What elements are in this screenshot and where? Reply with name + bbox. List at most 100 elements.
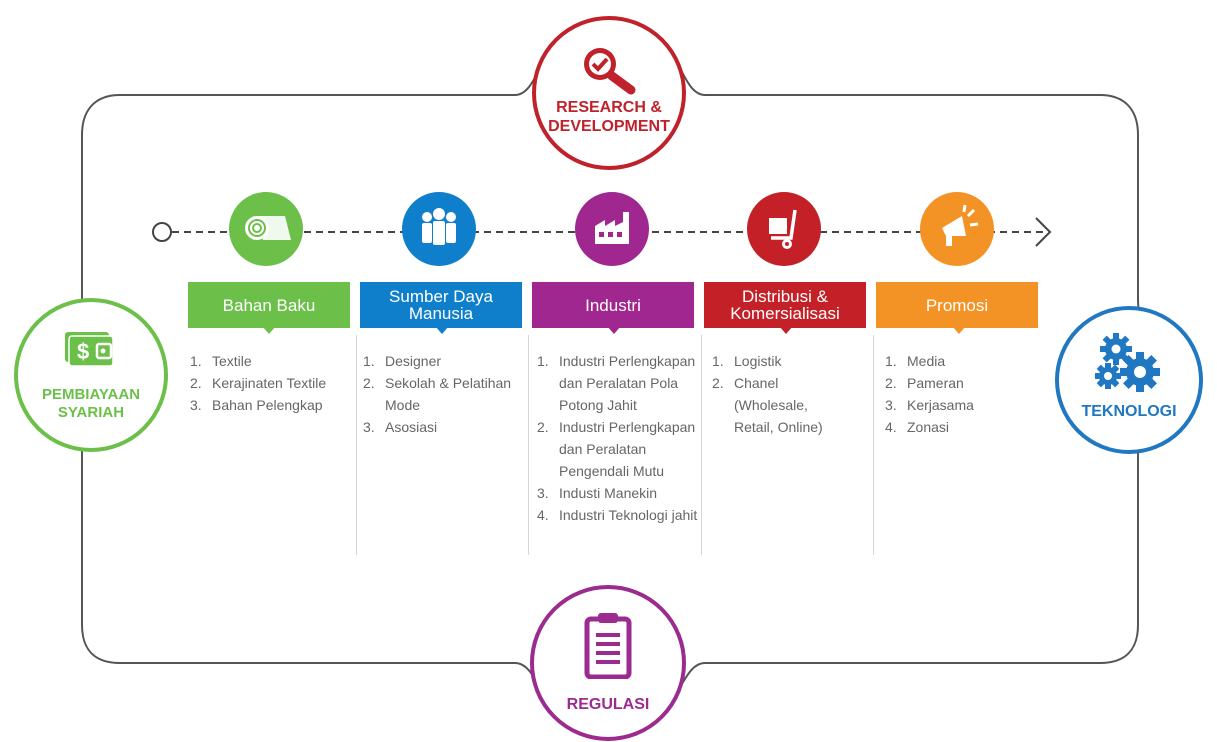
stage-bahan-baku-pointer xyxy=(262,326,276,334)
list-item-text: Bahan Pelengkap xyxy=(212,397,323,413)
list-item-number: 1. xyxy=(885,353,897,369)
hub-research-label: RESEARCH & DEVELOPMENT xyxy=(536,98,682,136)
stage-sdm-icon-circle xyxy=(402,192,476,266)
column-divider xyxy=(701,335,702,555)
list-item: 2. Kerajinaten Textile xyxy=(190,372,362,394)
stage-industri-icon-circle xyxy=(575,192,649,266)
fabric-roll-icon xyxy=(245,216,291,240)
list-item-text: Sekolah & Pelatihan Mode xyxy=(385,375,512,413)
hub-regulasi-label: REGULASI xyxy=(534,695,682,714)
list-item-number: 1. xyxy=(537,353,549,369)
stage-sdm-pointer xyxy=(435,326,449,334)
stage-distribusi-icon-circle xyxy=(747,192,821,266)
list-item-number: 2. xyxy=(190,375,202,391)
list-item-text: Industri Teknologi jahit xyxy=(559,507,698,523)
magnifier-check-icon xyxy=(584,48,636,95)
stage-distribusi-list: 1. Logistik 2. Chanel (Wholesale, Retail, … xyxy=(712,350,884,438)
list-item: 3. Kerjasama xyxy=(885,394,1057,416)
list-item: 3. Industi Manekin xyxy=(537,482,709,504)
list-item-text: Pameran xyxy=(907,375,964,391)
timeline-arrowhead xyxy=(1035,217,1052,247)
list-item-number: 1. xyxy=(190,353,202,369)
timeline-start xyxy=(152,222,172,242)
list-item: 4. Industri Teknologi jahit xyxy=(537,504,709,526)
megaphone-icon xyxy=(942,204,979,246)
stage-promosi-pointer xyxy=(952,326,966,334)
list-item-text: Kerjasama xyxy=(907,397,974,413)
wallet-icon: $ xyxy=(65,332,114,367)
hub-teknologi-label: TEKNOLOGI xyxy=(1059,402,1199,421)
hub-pembiayaan-line1: PEMBIAYAAN xyxy=(41,386,141,403)
list-item: 1. Textile xyxy=(190,350,362,372)
list-item: 2. Industri Perlengkapan dan Peralatan Pe… xyxy=(537,416,709,482)
list-item-text: Designer xyxy=(385,353,442,369)
list-item-number: 2. xyxy=(363,375,375,391)
stage-promosi-title: Promosi xyxy=(925,295,989,315)
stage-bahan-baku-title: Bahan Baku xyxy=(222,295,316,315)
svg-text:$: $ xyxy=(77,339,89,364)
list-item: 2. Pameran xyxy=(885,372,1057,394)
stage-industri-pointer xyxy=(607,326,621,334)
list-item: 3. Asosiasi xyxy=(363,416,535,438)
hub-research-line1: RESEARCH & xyxy=(556,99,662,116)
list-item-text: Industri Perlengkapan dan Peralatan Peng… xyxy=(559,419,696,479)
list-item-text: Asosiasi xyxy=(385,419,438,435)
list-item-text: Industi Manekin xyxy=(559,485,658,501)
stage-promosi-icon-circle xyxy=(920,192,994,266)
stage-distribusi-title: Distribusi & Komersialisasi xyxy=(730,287,840,323)
column-divider xyxy=(873,335,874,555)
list-item: 2. Sekolah & Pelatihan Mode xyxy=(363,372,535,416)
hub-pembiayaan-line2: SYARIAH xyxy=(57,404,125,421)
stage-promosi-list: 1. Media 2. Pameran 3. Kerjasama 4. Zonasi xyxy=(885,350,1057,438)
hub-pembiayaan-syariah: $ PEMBIAYAAN SYARIAH xyxy=(14,298,168,452)
list-item: 1. Industri Perlengkapan dan Peralatan Po… xyxy=(537,350,709,416)
stage-sdm-header: Sumber Daya Manusia xyxy=(360,282,522,328)
list-item-number: 2. xyxy=(712,375,724,391)
list-item: 1. Media xyxy=(885,350,1057,372)
list-item-text: Textile xyxy=(212,353,252,369)
stage-bahan-baku-list: 1. Textile 2. Kerajinaten Textile 3. Bahan … xyxy=(190,350,362,416)
list-item: 1. Designer xyxy=(363,350,535,372)
stage-sdm-list: 1. Designer 2. Sekolah & Pelatihan Mode 3.… xyxy=(363,350,535,438)
list-item-number: 1. xyxy=(712,353,724,369)
stage-bahan-baku-icon-circle xyxy=(229,192,303,266)
factory-icon xyxy=(595,212,629,244)
hub-regulasi: REGULASI xyxy=(530,585,686,741)
list-item-number: 3. xyxy=(537,485,549,501)
hub-research-line2: DEVELOPMENT xyxy=(548,118,670,136)
stage-distribusi-pointer xyxy=(779,326,793,334)
stage-industri-title: Industri xyxy=(585,295,641,315)
hub-regulasi-line1: REGULASI xyxy=(566,696,650,713)
column-divider xyxy=(528,335,529,555)
list-item: 1. Logistik xyxy=(712,350,884,372)
list-item-number: 2. xyxy=(537,419,549,435)
gears-icon xyxy=(1095,333,1160,392)
list-item-number: 1. xyxy=(363,353,375,369)
list-item-number: 4. xyxy=(885,419,897,435)
stage-sdm-title: Sumber Daya Manusia xyxy=(389,287,493,323)
clipboard-icon xyxy=(584,613,632,679)
column-divider xyxy=(356,335,357,555)
list-item-number: 4. xyxy=(537,507,549,523)
people-icon xyxy=(422,208,456,245)
list-item-text: Industri Perlengkapan dan Peralatan Pola… xyxy=(559,353,696,413)
list-item-text: Kerajinaten Textile xyxy=(212,375,327,391)
hub-teknologi: TEKNOLOGI xyxy=(1055,306,1203,454)
list-item-number: 3. xyxy=(363,419,375,435)
stage-distribusi-header: Distribusi & Komersialisasi xyxy=(704,282,866,328)
list-item-text: Logistik xyxy=(734,353,782,369)
stage-industri-header: Industri xyxy=(532,282,694,328)
list-item-number: 3. xyxy=(885,397,897,413)
hand-truck-icon xyxy=(769,209,797,249)
list-item: 2. Chanel (Wholesale, Retail, Online) xyxy=(712,372,884,438)
list-item: 4. Zonasi xyxy=(885,416,1057,438)
list-item-number: 2. xyxy=(885,375,897,391)
stage-industri-list: 1. Industri Perlengkapan dan Peralatan Po… xyxy=(537,350,709,526)
list-item-text: Zonasi xyxy=(907,419,950,435)
list-item-text: Chanel (Wholesale, Retail, Online) xyxy=(734,375,823,435)
stage-promosi-header: Promosi xyxy=(876,282,1038,328)
list-item-number: 3. xyxy=(190,397,202,413)
stage-bahan-baku-header: Bahan Baku xyxy=(188,282,350,328)
hub-research-development: RESEARCH & DEVELOPMENT xyxy=(532,16,686,170)
list-item-text: Media xyxy=(907,353,946,369)
